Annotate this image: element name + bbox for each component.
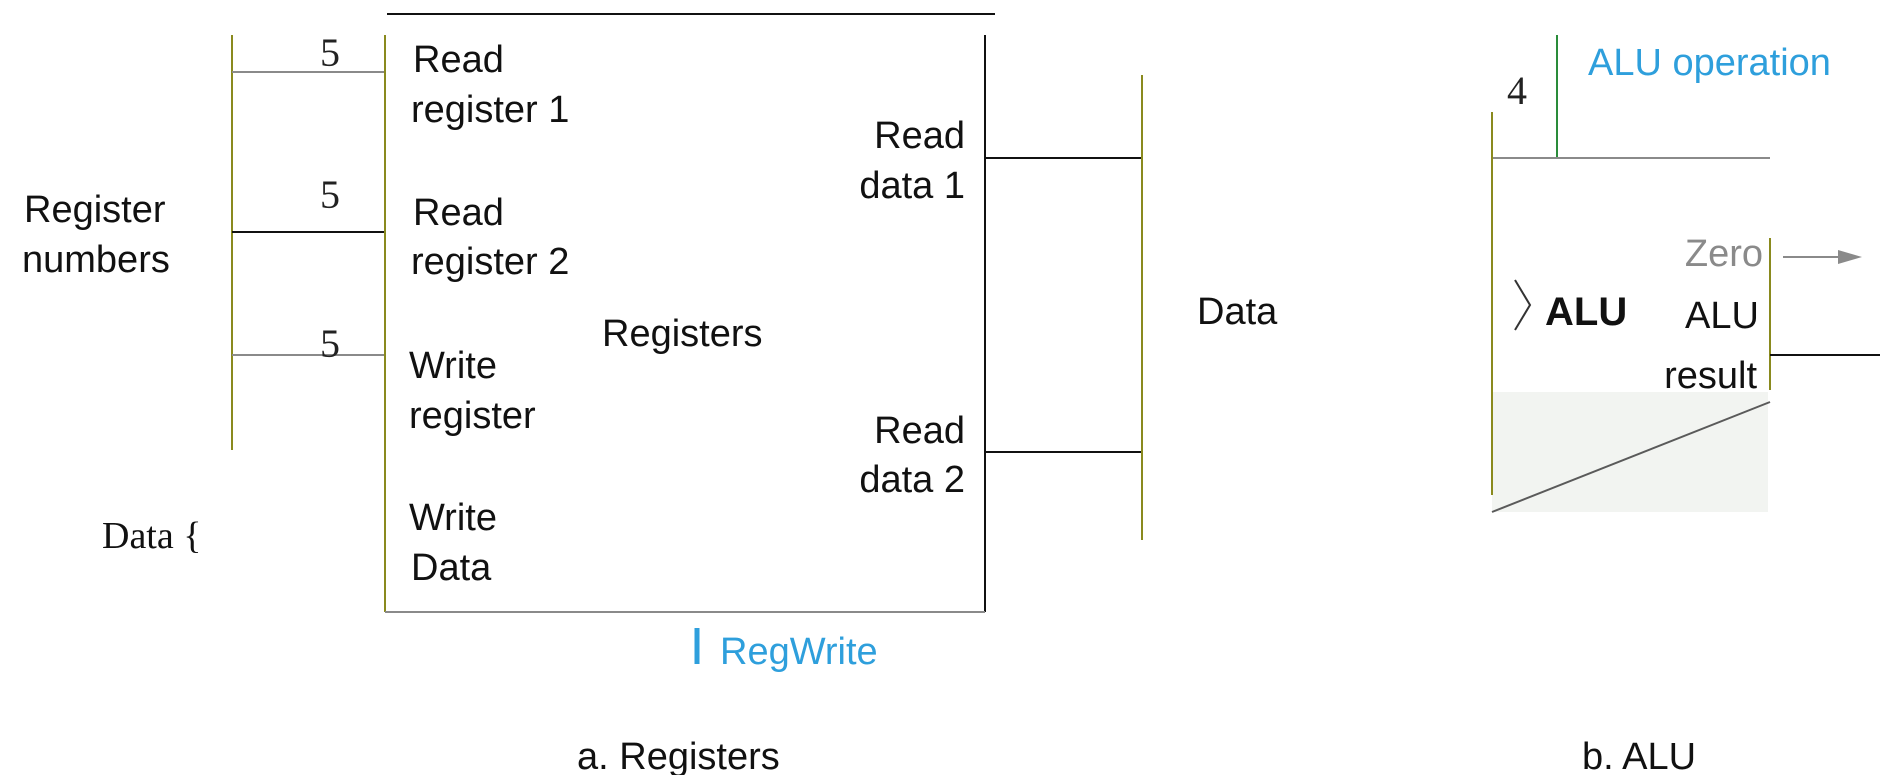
- port-read-data-1-line2: data 1: [859, 165, 965, 207]
- port-read-data-2-line1: Read: [874, 410, 965, 452]
- bit-width-read-register-2: 5: [320, 172, 340, 217]
- bit-width-read-register-1: 5: [320, 30, 340, 75]
- alu-lower-shading: [1492, 392, 1768, 512]
- registers-block-title: Registers: [602, 313, 763, 355]
- alu-operation-width: 4: [1507, 68, 1527, 113]
- register-numbers-label-line2: numbers: [22, 239, 170, 281]
- bit-width-write-register: 5: [320, 321, 340, 366]
- alu-caption: b. ALU: [1582, 736, 1696, 775]
- output-data-label: Data: [1197, 291, 1278, 333]
- registers-caption: a. Registers: [577, 736, 780, 775]
- port-read-data-1-line1: Read: [874, 115, 965, 157]
- clock-chevron-icon: [1514, 279, 1532, 331]
- alu-operation-label: ALU operation: [1588, 42, 1831, 84]
- port-read-data-2-line2: data 2: [859, 459, 965, 501]
- alu-zero-label: Zero: [1685, 233, 1763, 275]
- port-read-register-1-line1: Read: [413, 39, 504, 81]
- register-numbers-label-line1: Register: [24, 189, 166, 231]
- port-write-data-line1: Write: [409, 497, 497, 539]
- port-read-register-2-line1: Read: [413, 192, 504, 234]
- regwrite-label: RegWrite: [720, 631, 878, 673]
- alu-result-label-line2: result: [1664, 355, 1757, 397]
- port-read-register-1-line2: register 1: [411, 89, 569, 131]
- alu-block-title: ALU: [1545, 290, 1627, 334]
- alu-result-label-line1: ALU: [1685, 295, 1759, 337]
- zero-output-arrow-icon: [1838, 250, 1862, 264]
- port-write-data-line2: Data: [411, 547, 492, 589]
- alu-section: 4 ALU operation ALU Zero ALU result b. A…: [1491, 35, 1880, 775]
- port-read-register-2-line2: register 2: [411, 241, 569, 283]
- registers-section: Register numbers 5 5 5 Read register 1 R…: [22, 13, 1278, 775]
- input-data-label: Data {: [102, 515, 201, 557]
- alu-bottom-slant: [1491, 401, 1771, 513]
- port-write-register-line1: Write: [409, 345, 497, 387]
- port-write-register-line2: register: [409, 395, 536, 437]
